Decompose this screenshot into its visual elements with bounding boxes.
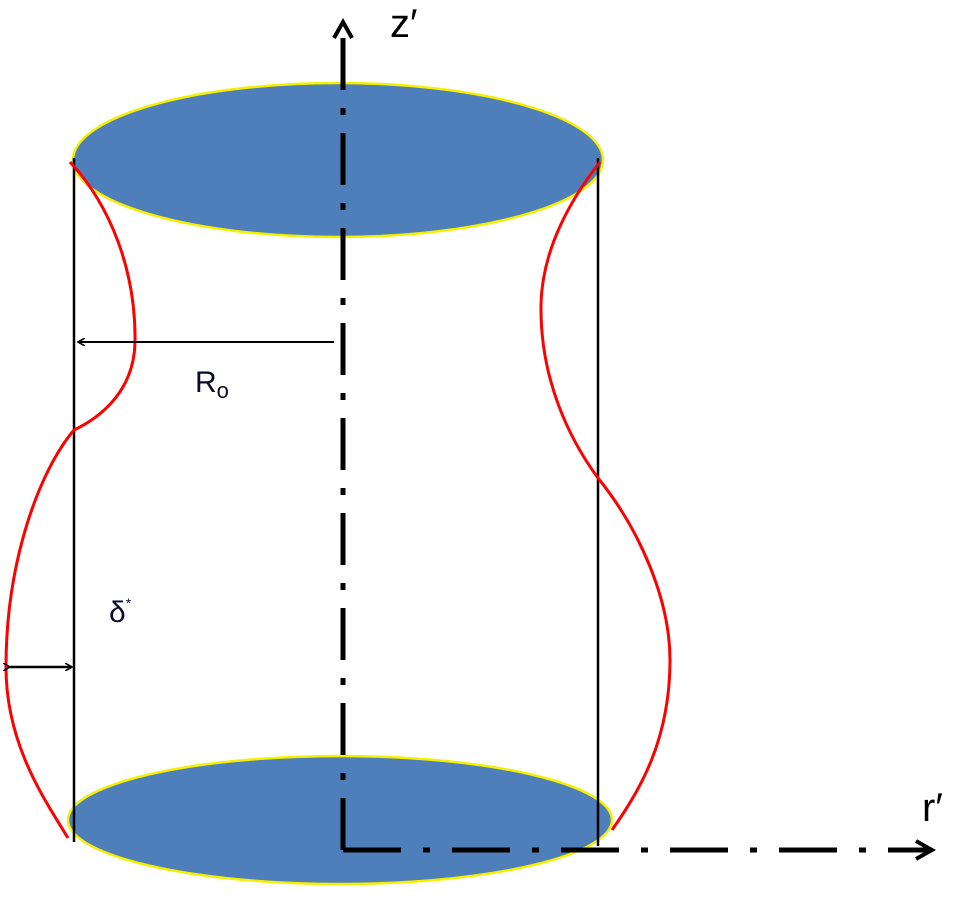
left-deformed-wall bbox=[4, 160, 137, 839]
top-end-cap bbox=[71, 81, 605, 239]
deflection-label: δ* bbox=[109, 596, 131, 628]
radius-subscript: o bbox=[216, 378, 229, 403]
deflection-symbol: δ bbox=[109, 596, 126, 629]
z-axis-label: z′ bbox=[390, 2, 418, 46]
bottom-end-cap bbox=[66, 754, 614, 886]
radius-label: Ro bbox=[195, 368, 229, 402]
deflection-superscript: * bbox=[125, 595, 132, 611]
radius-symbol: R bbox=[195, 366, 217, 399]
r-axis-label: r′ bbox=[922, 786, 943, 830]
right-deformed-wall bbox=[539, 161, 672, 831]
